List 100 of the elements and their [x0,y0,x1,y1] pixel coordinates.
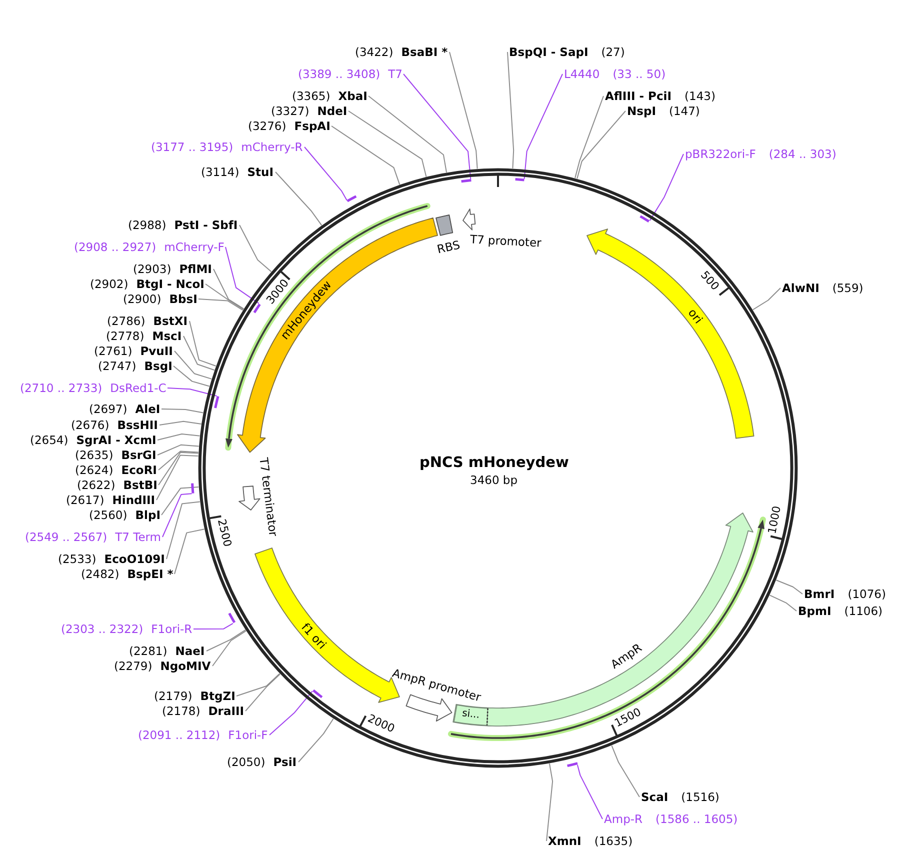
primer-mark [346,195,358,203]
feature-label: si... [461,708,480,722]
site-position: (2179) [154,689,192,703]
site-position: (2761) [94,344,132,358]
enzyme-name: NgoMIV [160,659,211,673]
primer-mark [514,178,526,182]
leader-line [275,172,322,226]
site-position: (2654) [30,433,68,447]
primer-name: mCherry-R [241,140,303,154]
primer-mark [312,688,324,698]
leader-line [239,224,272,272]
leader-line [205,284,244,310]
enzyme-name: BlpI [135,508,160,522]
leader-line [198,298,244,311]
enzyme-name: BssHII [117,418,158,432]
leader-line [245,674,280,712]
enzyme-name: AleI [135,402,160,416]
enzyme-name: NaeI [175,644,205,658]
enzyme-name: BtgI - NcoI [136,277,204,291]
leader-line [173,366,210,387]
leader-line [236,673,280,696]
enzyme-name: BspEI * [127,567,174,581]
leader-line [269,690,313,736]
site-position: (2281) [129,644,168,658]
leader-line [507,52,514,169]
enzyme-name: AflIII - PciI [605,89,672,103]
enzyme-name: EcoO109I [104,552,165,566]
site-position: (3114) [201,165,240,179]
enzyme-name: PsiI [273,755,297,769]
site-position: (2617) [66,493,104,507]
site-position: (1106) [844,604,883,618]
leader-line [157,444,200,456]
enzyme-name: ScaI [641,790,668,804]
site-position: (3422) [355,45,394,59]
scale-label: 1000 [766,504,785,535]
primer-mark [460,178,472,183]
leader-line [649,154,684,222]
leader-line [193,622,234,630]
leader-line [331,126,400,186]
leader-line [576,110,626,180]
leader-line [174,528,205,574]
leader-line [213,268,244,310]
primer-position: (284 .. 303) [768,147,836,161]
site-position: (1635) [594,834,633,848]
leader-line [574,96,604,179]
enzyme-name: BsaBI * [401,45,448,59]
site-position: (2533) [58,552,96,566]
enzyme-name: XmnI [548,834,582,848]
feature-label: T7 promoter [469,232,542,250]
primer-position: (3177 .. 3195) [151,140,234,154]
feature-label: RBS [435,237,461,256]
primer-name: pBR322ori-F [685,147,756,161]
plasmid-name: pNCS mHoneydew [420,454,569,472]
leader-line [161,486,200,516]
primer-position: (2908 .. 2927) [74,240,156,254]
scale-label: 2500 [214,518,234,548]
enzyme-name: PstI - SbfI [174,218,238,232]
leader-line [611,745,640,798]
site-position: (2178) [162,704,200,718]
site-position: (2635) [75,448,114,462]
primer-mark [639,215,650,223]
primer-mark [253,302,262,314]
primer-name: T7 [388,67,402,81]
feature-label: T7 terminator [256,456,281,538]
site-position: (2624) [75,463,114,477]
enzyme-name: BstXI [153,314,188,328]
site-position: (2900) [123,292,162,306]
leader-line [776,580,803,594]
site-position: (2050) [227,755,266,769]
site-position: (2778) [106,329,144,343]
site-position: (2747) [98,359,136,373]
primer-position: (3389 .. 3408) [298,67,380,81]
enzyme-name: EcoRI [121,463,157,477]
leader-line [348,110,427,178]
leader-line [524,74,563,180]
feature-label: f1 ori [299,620,330,652]
primer-mark [228,612,236,624]
site-position: (1516) [681,790,720,804]
site-position: (1076) [848,587,886,601]
enzyme-name: BstBI [123,478,158,492]
enzyme-name: BmrI [804,587,835,601]
leader-line [298,718,334,762]
primer-position: (2303 .. 2322) [61,622,144,636]
scale-label: 500 [697,268,722,294]
site-position: (27) [601,45,625,59]
primer-position: (2710 .. 2733) [20,381,102,395]
primer-name: F1ori-R [151,622,192,636]
leader-line [167,388,218,396]
site-position: (143) [684,89,716,103]
leader-line [206,629,246,652]
primer-name: mCherry-F [164,240,224,254]
feature-label: ori [685,306,706,327]
leader-line [189,320,216,367]
primer-mark [214,395,220,410]
scale-label: 2000 [365,712,396,737]
leader-line [174,350,212,380]
enzyme-name: MscI [152,329,182,343]
site-position: (2622) [77,478,116,492]
site-position: (2902) [90,277,128,291]
enzyme-name: PvuII [140,344,173,358]
